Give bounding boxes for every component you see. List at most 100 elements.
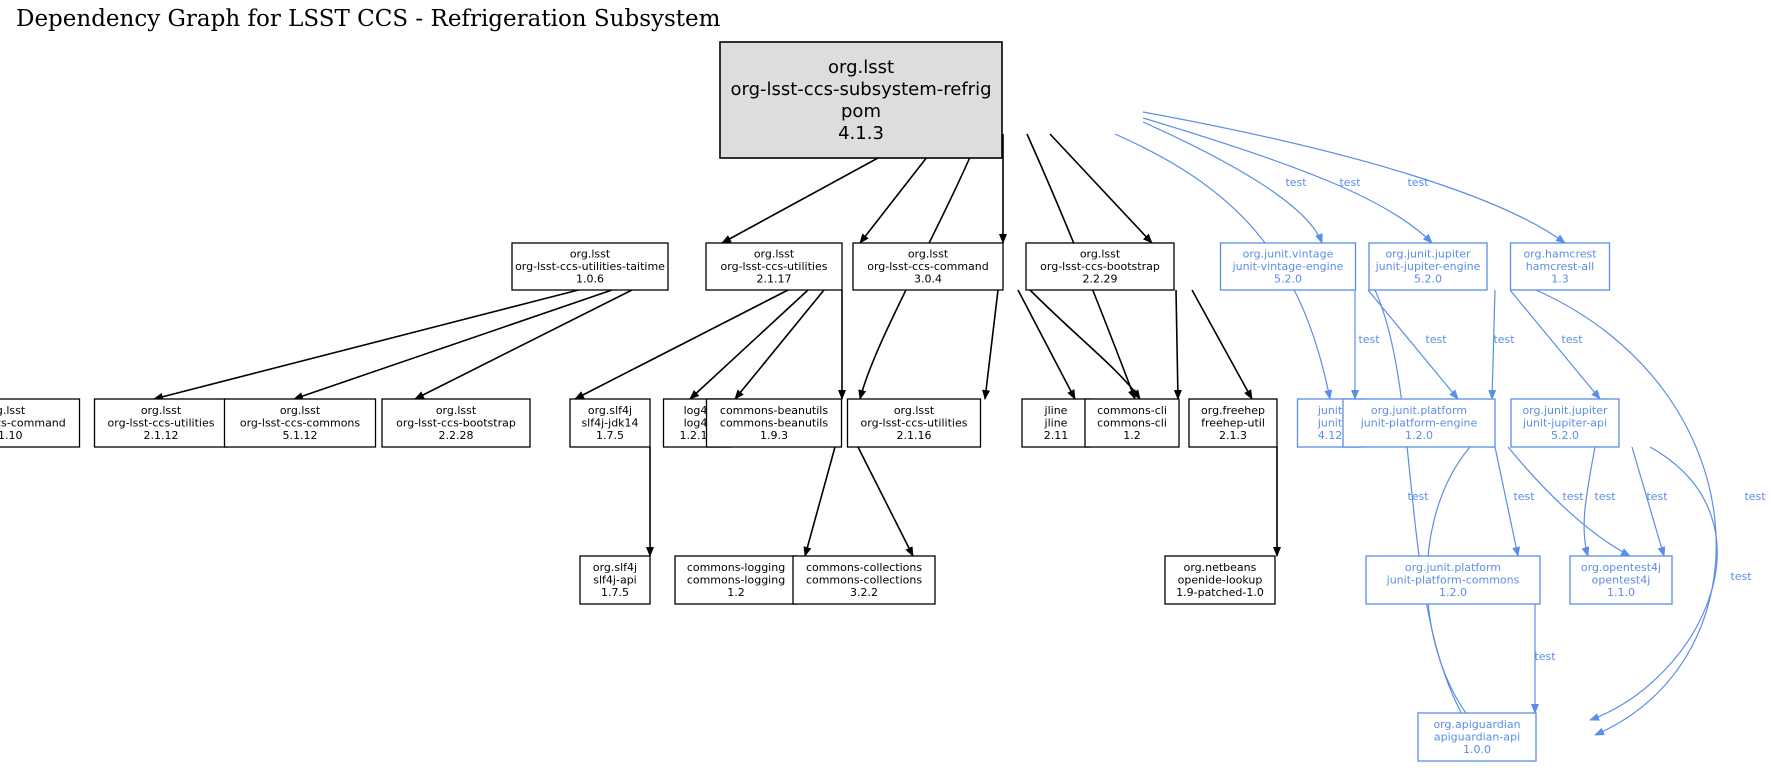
edge-vintage-to-junit: test bbox=[1351, 290, 1380, 400]
edge-line bbox=[1494, 446, 1521, 557]
node-box bbox=[1365, 555, 1541, 605]
edge-line bbox=[1114, 133, 1333, 400]
node-label-line: hamcrest-all bbox=[1526, 260, 1594, 273]
node-label-line: 2.1.16 bbox=[897, 429, 932, 442]
node-collections[interactable]: commons-collectionscommons-collections3.… bbox=[792, 555, 936, 605]
node-label-line: commons-logging bbox=[687, 574, 785, 587]
node-label-line: org.lsst bbox=[280, 404, 321, 417]
edge-label: test bbox=[1513, 490, 1535, 503]
node-label-line: org.junit.jupiter bbox=[1522, 404, 1608, 417]
node-label-line: 1.9-patched-1.0 bbox=[1176, 586, 1264, 599]
node-label-line: 2.1.3 bbox=[1219, 429, 1247, 442]
node-label-line: 3.0.4 bbox=[914, 273, 942, 286]
edge-line bbox=[1191, 289, 1253, 400]
edge-jupapi-to-platcom: test bbox=[1581, 446, 1616, 557]
node-openide[interactable]: org.netbeansopenide-lookup1.9-patched-1.… bbox=[1164, 555, 1276, 605]
edge-line bbox=[1029, 289, 1141, 400]
edge-label: test bbox=[1594, 490, 1616, 503]
nodes-layer: org.lsstorg-lsst-ccs-subsystem-refrigpom… bbox=[0, 41, 1673, 762]
node-label-line: org.freehep bbox=[1201, 404, 1265, 417]
edge-line bbox=[1589, 446, 1718, 721]
node-label-line: junit bbox=[1317, 417, 1343, 430]
edge-jupeng-to-apiguard: test bbox=[1535, 289, 1766, 736]
edge-root-to-hamcrest: test bbox=[1142, 111, 1566, 244]
edge-label: test bbox=[1561, 333, 1583, 346]
node-box bbox=[674, 555, 798, 605]
edge-taitime-to-commons5112 bbox=[414, 289, 633, 400]
edge-plateng-to-opentest: test bbox=[1507, 446, 1631, 557]
node-label-line: pom bbox=[841, 101, 881, 122]
edge-line bbox=[1142, 121, 1323, 244]
edge-jupeng-to-plateng: test bbox=[1488, 289, 1515, 400]
node-label-line: org-lsst-ccs-utilities bbox=[108, 417, 215, 430]
node-platcom[interactable]: org.junit.platformjunit-platform-commons… bbox=[1365, 555, 1541, 605]
node-box bbox=[705, 398, 843, 448]
node-box bbox=[93, 398, 229, 448]
node-box bbox=[1569, 555, 1673, 605]
node-label-line: 1.1.0 bbox=[1607, 586, 1635, 599]
node-vintage[interactable]: org.junit.vintagejunit-vintage-engine5.2… bbox=[1219, 242, 1357, 291]
edge-taitime-to-util2112 bbox=[293, 289, 613, 400]
node-label-line: 2.2.29 bbox=[1083, 273, 1118, 286]
edge-line bbox=[293, 289, 613, 400]
node-label-line: junit-jupiter-api bbox=[1522, 417, 1607, 430]
node-label-line: org-lsst-ccs-utilities bbox=[861, 417, 968, 430]
node-label-line: junit-platform-engine bbox=[1360, 417, 1478, 430]
edge-line bbox=[1142, 117, 1433, 244]
node-label-line: 1.2.0 bbox=[1439, 586, 1467, 599]
edge-line bbox=[1367, 289, 1459, 400]
edge-label: test bbox=[1744, 490, 1766, 503]
node-label-line: org-lsst-ccs-command bbox=[0, 417, 66, 430]
node-label-line: freehep-util bbox=[1201, 417, 1265, 430]
edge-line bbox=[1535, 289, 1717, 736]
node-label-line: org.hamcrest bbox=[1523, 248, 1597, 261]
node-box bbox=[511, 242, 669, 291]
node-taitime[interactable]: org.lsstorg-lsst-ccs-utilities-taitime1.… bbox=[511, 242, 669, 291]
edge-jupapi-to-opentest: test bbox=[1631, 446, 1668, 557]
node-plateng[interactable]: org.junit.platformjunit-platform-engine1… bbox=[1342, 398, 1496, 448]
node-box bbox=[1417, 712, 1537, 762]
node-root[interactable]: org.lsstorg-lsst-ccs-subsystem-refrigpom… bbox=[719, 41, 1003, 159]
node-label-line: slf4j-api bbox=[593, 574, 636, 587]
node-label-line: openide-lookup bbox=[1178, 574, 1263, 587]
edge-cmd304-to-util2116 bbox=[982, 289, 999, 400]
edge-label: test bbox=[1534, 650, 1556, 663]
node-box bbox=[1509, 242, 1611, 291]
node-label-line: commons-cli bbox=[1097, 404, 1167, 417]
node-label-line: 2.1.12 bbox=[144, 429, 179, 442]
node-box bbox=[1164, 555, 1276, 605]
node-label-line: 4.12 bbox=[1318, 429, 1343, 442]
node-label-line: org-lsst-ccs-subsystem-refrig bbox=[730, 79, 991, 100]
edge-line bbox=[1631, 446, 1666, 557]
node-label-line: org.lsst bbox=[828, 57, 894, 78]
node-box bbox=[1219, 242, 1357, 291]
edge-util2117-to-log4j bbox=[734, 289, 825, 400]
node-jupeng[interactable]: org.junit.jupiterjunit-jupiter-engine5.2… bbox=[1368, 242, 1488, 291]
node-label-line: org.slf4j bbox=[593, 561, 637, 574]
edge-line bbox=[689, 289, 809, 400]
node-label-line: commons-beanutils bbox=[720, 404, 828, 417]
node-label-line: org.junit.platform bbox=[1405, 561, 1501, 574]
edge-label: test bbox=[1493, 333, 1515, 346]
node-label-line: 2.11 bbox=[1044, 429, 1069, 442]
